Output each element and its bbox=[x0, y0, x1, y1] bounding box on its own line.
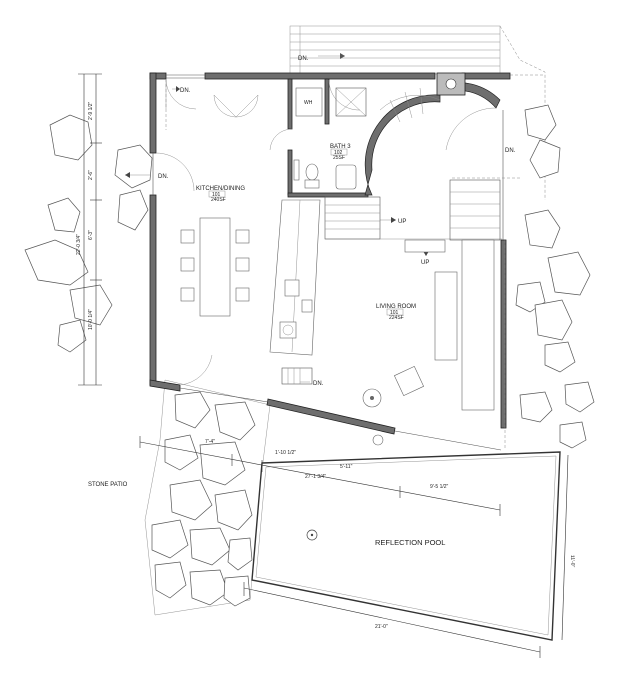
left-dimensions: 2'-9 1/2" 2'-6" 6'-3" 22'-0 3/4" 10'-0 1… bbox=[76, 73, 102, 386]
dim-left-4: 10'-0 1/4" bbox=[88, 309, 94, 330]
dim-bottom-2: 1'-10 1/2" bbox=[275, 450, 296, 456]
stair-dn-right: DN. bbox=[505, 148, 516, 154]
bath-fixtures: WH bbox=[293, 87, 367, 190]
dim-bottom-1: 7'-4" bbox=[205, 439, 215, 445]
dim-bottom-3: 5'-11" bbox=[340, 464, 353, 470]
water-heater-label: WH bbox=[304, 100, 313, 106]
dim-pool-width: 21'-0" bbox=[375, 624, 388, 630]
room-kitchen-dining-area: 240SF bbox=[211, 197, 226, 203]
room-living-area: 224SF bbox=[389, 315, 404, 321]
doors bbox=[155, 78, 497, 386]
stair-dn-top: DN. bbox=[298, 56, 309, 62]
room-living-num: 101 bbox=[390, 310, 399, 316]
kitchen-counters bbox=[269, 199, 321, 356]
stone-patio: STONE PATIO bbox=[88, 379, 271, 616]
overhead-lines bbox=[165, 79, 520, 450]
reflection-pool-label: REFLECTION POOL bbox=[375, 538, 445, 547]
stair-arrows: DN. DN. DN. DN. UP UP bbox=[125, 86, 516, 387]
stair-up-2: UP bbox=[421, 260, 429, 266]
dim-bottom-4: 27'-1 3/4" bbox=[305, 474, 326, 480]
room-labels: KITCHEN/DINING 101 240SF LIVING ROOM 101… bbox=[196, 144, 416, 321]
dim-pool-depth: 11'-0" bbox=[569, 555, 575, 568]
room-kitchen-dining-num: 101 bbox=[212, 192, 221, 198]
living-furniture bbox=[362, 239, 495, 446]
stair-dn-topleft: DN. bbox=[180, 88, 191, 94]
bottom-dimensions: 7'-4" 1'-10 1/2" 5'-11" 27'-1 3/4" 9'-5 … bbox=[139, 436, 575, 658]
dining-table bbox=[180, 217, 250, 317]
dim-left-total: 22'-0 3/4" bbox=[76, 234, 82, 255]
room-bath3-area: 25SF bbox=[333, 155, 345, 161]
dim-left-3: 6'-3" bbox=[88, 230, 94, 240]
room-living-name: LIVING ROOM bbox=[376, 304, 416, 310]
right-boulders bbox=[515, 104, 595, 449]
dim-left-1: 2'-9 1/2" bbox=[88, 101, 94, 120]
left-boulders bbox=[24, 114, 153, 353]
stairs bbox=[281, 87, 502, 385]
dim-bottom-5: 9'-5 1/2" bbox=[430, 484, 449, 490]
stair-up-1: UP bbox=[398, 219, 406, 225]
room-bath3-name: BATH 3 bbox=[330, 144, 351, 150]
room-bath3-num: 102 bbox=[334, 150, 343, 156]
stair-dn-bottom: DN. bbox=[313, 381, 324, 387]
room-kitchen-dining-name: KITCHEN/DINING bbox=[196, 186, 245, 192]
dim-left-2: 2'-6" bbox=[88, 170, 94, 180]
stair-dn-left: DN. bbox=[158, 174, 169, 180]
windows bbox=[152, 74, 504, 451]
reflection-pool: REFLECTION POOL bbox=[251, 451, 561, 641]
stone-patio-label: STONE PATIO bbox=[88, 482, 128, 488]
